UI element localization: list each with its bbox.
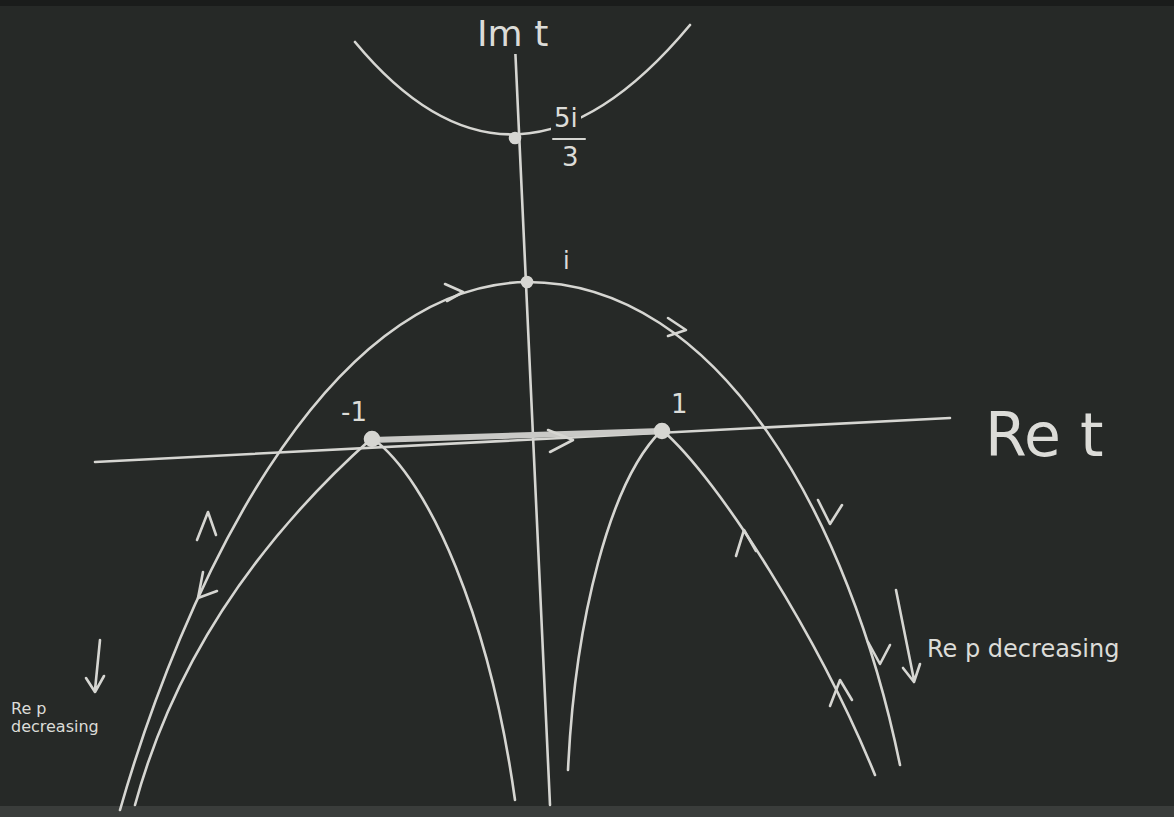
direction-arrow [445, 284, 463, 301]
decreasing-arrow [86, 640, 104, 692]
saddle-point [522, 277, 532, 287]
point-label: i [560, 248, 573, 274]
board-edge [0, 0, 1174, 6]
endpoint [365, 432, 379, 446]
contour-from-one [662, 430, 875, 775]
note-label: Re p decreasing [8, 700, 102, 735]
highlighted-segment [372, 431, 662, 440]
point-label: 3 [559, 143, 582, 172]
direction-arrow [818, 500, 842, 524]
real-axis [95, 418, 950, 462]
point-label: 5i [551, 104, 581, 133]
note-label: Re p decreasing [924, 636, 1122, 662]
axis-label: Re t [982, 402, 1107, 468]
point-label: 1 [668, 390, 691, 419]
direction-arrow [197, 512, 216, 540]
board-edge [0, 806, 1174, 817]
direction-arrow [830, 680, 852, 706]
contour-from-minus-one [135, 438, 372, 805]
endpoint [655, 424, 669, 438]
point-label: -1 [338, 398, 370, 427]
direction-arrow [198, 572, 217, 598]
imaginary-axis [515, 45, 550, 805]
decreasing-arrow [896, 590, 920, 682]
direction-arrow [668, 318, 686, 336]
steepest-descent-contour [120, 282, 900, 810]
saddle-point [510, 133, 520, 143]
direction-arrow [548, 430, 573, 452]
contour-from-minus-one [372, 438, 515, 800]
direction-arrow [868, 642, 890, 664]
axis-label: Im t [474, 14, 551, 54]
fraction-bar [553, 138, 585, 140]
contour-from-one [568, 430, 662, 770]
direction-arrow [736, 530, 756, 556]
